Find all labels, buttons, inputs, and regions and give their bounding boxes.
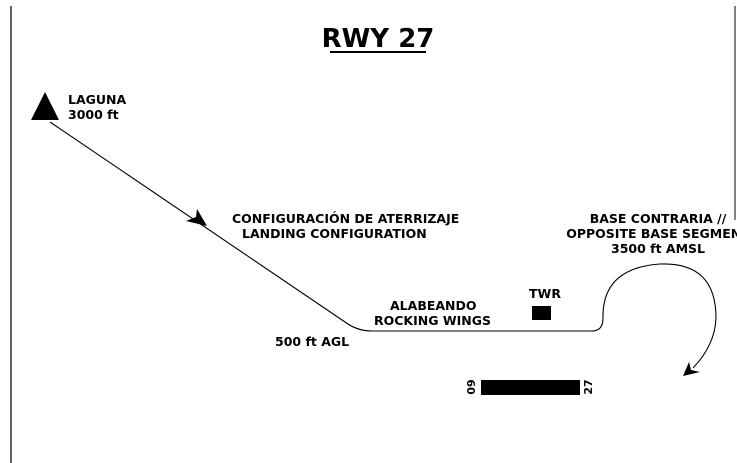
chart-title: RWY 27: [322, 24, 435, 54]
tower-icon: [532, 306, 551, 320]
direction-arrow-icon: [186, 209, 207, 226]
landing-config-english: LANDING CONFIGURATION: [242, 226, 427, 241]
runway-end-east: 27: [582, 379, 595, 394]
rocking-wings-spanish: ALABEANDO: [390, 298, 477, 313]
rocking-wings-english: ROCKING WINGS: [374, 313, 491, 328]
waypoint-altitude: 3000 ft: [68, 107, 119, 122]
base-segment-line3: 3500 ft AMSL: [611, 241, 705, 256]
triangle-waypoint-icon: [31, 92, 59, 120]
landing-config-spanish: CONFIGURACIÓN DE ATERRIZAJE: [232, 211, 459, 226]
base-segment-line1: BASE CONTRARIA //: [590, 211, 727, 226]
runway-end-west: 09: [465, 379, 478, 394]
final-arrow-icon: [683, 362, 700, 376]
tower-label: TWR: [529, 286, 561, 301]
waypoint-name: LAGUNA: [68, 92, 127, 107]
base-segment-line2: OPPOSITE BASE SEGMENT: [566, 226, 737, 241]
agl-label: 500 ft AGL: [275, 334, 349, 349]
flight-path: [49, 121, 717, 369]
runway-icon: [481, 380, 580, 395]
